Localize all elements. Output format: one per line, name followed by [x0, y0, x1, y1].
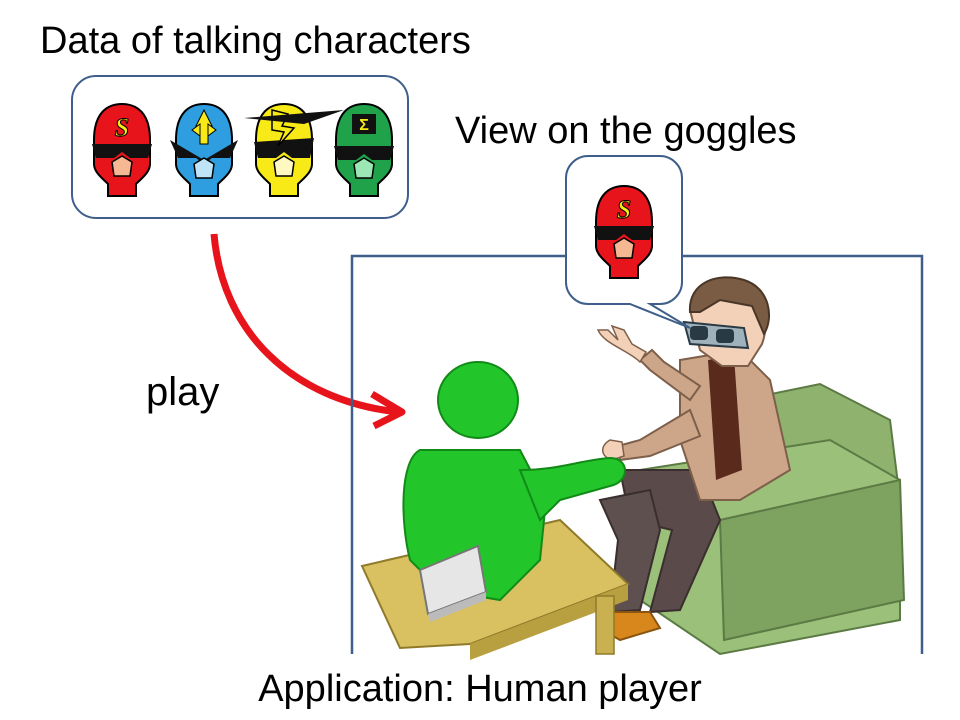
blue-hero-mask [170, 103, 238, 197]
caption-text: Application: Human player [258, 668, 702, 710]
goggles-red-hero-mask: S [594, 185, 654, 279]
characters-box [71, 75, 409, 219]
play-arrow [210, 233, 399, 416]
device [418, 544, 488, 622]
green-hero-mask: Σ [334, 103, 394, 197]
play-label: play [146, 370, 220, 414]
title-text: Data of talking characters [40, 20, 471, 62]
yellow-hero-mask [244, 103, 344, 197]
goggles-view-label: View on the goggles [455, 110, 797, 152]
red-hero-mask: S [92, 103, 152, 197]
svg-text:Σ: Σ [359, 117, 369, 134]
human-player [596, 276, 792, 642]
play-arrow-head [370, 390, 406, 430]
svg-text:S: S [115, 113, 129, 142]
svg-text:S: S [617, 195, 631, 224]
